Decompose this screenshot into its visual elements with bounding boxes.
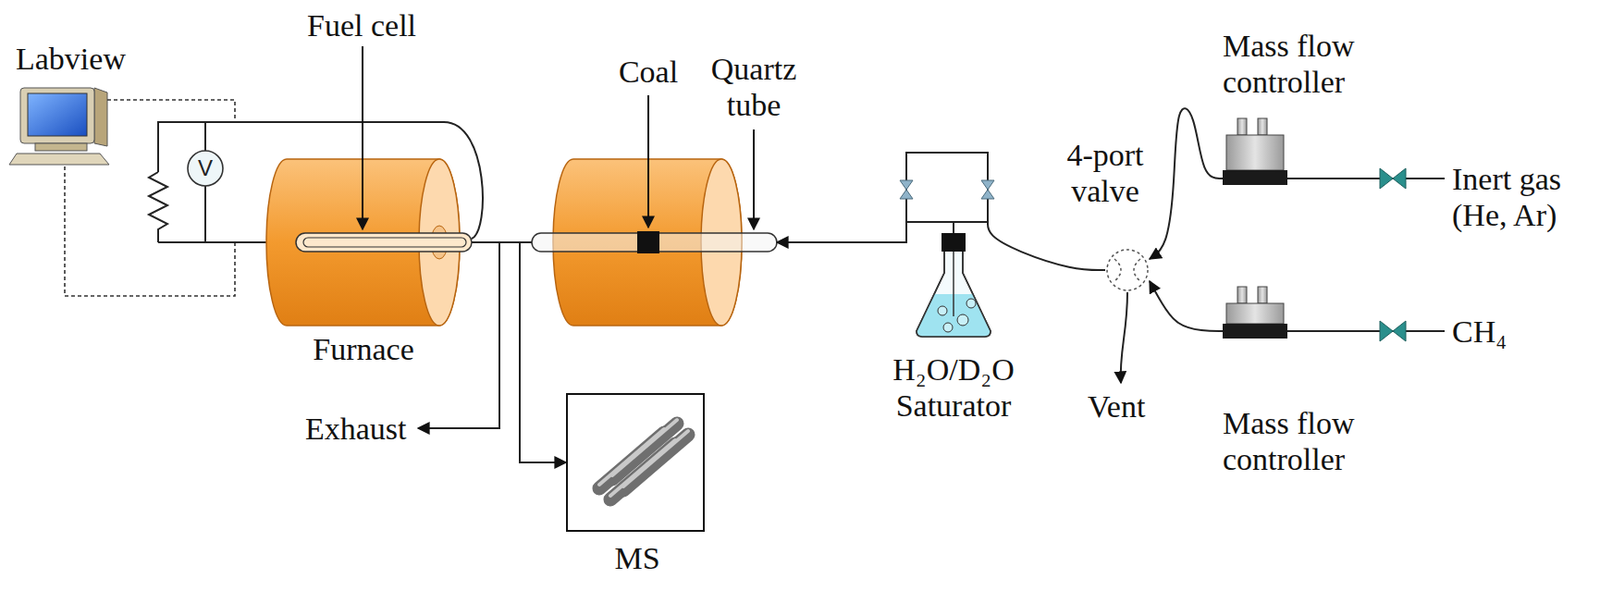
gas-line (1149, 108, 1223, 259)
part-label: Quartz tube (702, 50, 805, 124)
computer-icon (9, 87, 110, 165)
computer-icon (35, 143, 87, 151)
quadrupole-rods (623, 430, 689, 487)
flask (937, 306, 948, 316)
saturator: H₂O/D₂O Saturator (874, 221, 1033, 338)
gas-label: CH₄ (1452, 313, 1564, 350)
computer-icon (20, 87, 95, 144)
node-text: Mass flow controller (1222, 27, 1380, 100)
quadrupole-rods (623, 434, 689, 491)
bypass-valve (981, 180, 995, 190)
outlet-label: Vent (1087, 388, 1162, 425)
gas-line (776, 221, 907, 243)
flask (943, 322, 953, 333)
mass-flow-controller-icon (1237, 286, 1247, 304)
meter-letter: V (192, 155, 219, 182)
shutoff-valve (1392, 168, 1406, 189)
four-port-valve-symbol (1133, 258, 1141, 282)
shutoff-valve (1392, 320, 1406, 342)
furnace-drawing (266, 159, 472, 326)
gas-label: Inert gas (He, Ar) (1452, 160, 1591, 234)
exhaust-line (418, 242, 500, 429)
node-text: H₂O/D₂O Saturator (874, 351, 1033, 424)
outlet-label: Exhaust (305, 410, 415, 447)
node-text: Furnace (294, 331, 433, 368)
node-text: Coal (611, 53, 686, 90)
shutoff-valve (1379, 168, 1406, 342)
four-port-valve: 4-port valve (1105, 247, 1150, 293)
computer-icon (27, 93, 87, 136)
mass-spectrometer: MS (566, 393, 705, 532)
mass-flow-controller-icon (1257, 118, 1268, 136)
furnace-drawing (295, 233, 472, 252)
electric-wire (148, 172, 168, 243)
leader-arrow (752, 129, 755, 230)
shutoff-valve (1379, 320, 1393, 342)
mass-flow-controller: Mass flow controller (1222, 27, 1380, 185)
furnace-drawing (303, 237, 467, 247)
gas-line (1287, 330, 1445, 333)
four-port-valve-symbol (1107, 249, 1148, 291)
node-text: 4-port valve (1049, 136, 1161, 210)
mass-flow-controller-icon (1222, 118, 1288, 185)
gas-line (1149, 281, 1223, 332)
bypass-line (906, 152, 988, 222)
node-text: Mass flow controller (1222, 405, 1380, 478)
gas-line (519, 242, 567, 463)
four-port-valve-symbol (1114, 258, 1121, 282)
shutoff-valve (1379, 168, 1393, 189)
tube-furnace-drawing (531, 159, 777, 326)
four-port-valve-symbol (1107, 249, 1148, 291)
tube-furnace: Coal (531, 159, 777, 326)
leader-arrow (647, 95, 650, 228)
computer-icon (9, 153, 110, 165)
leader-arrow (361, 46, 364, 230)
flask (916, 233, 991, 337)
gas-line (1287, 178, 1445, 332)
mass-flow-controller-icon (1222, 286, 1288, 339)
vent-line (1120, 292, 1128, 383)
mass-flow-controller-icon (1257, 286, 1268, 304)
software-label: Labview (15, 40, 155, 77)
part-label: Fuel cell (307, 7, 437, 44)
signal-wire (64, 99, 235, 296)
flask (916, 249, 991, 337)
mass-flow-controller-icon (1226, 135, 1284, 171)
mass-flow-controller: Mass flow controller (1222, 286, 1380, 481)
bypass-valve (899, 189, 913, 199)
bypass-valve (899, 180, 995, 199)
computer-icon (94, 87, 108, 147)
voltmeter-symbol (187, 150, 223, 186)
mass-flow-controller-icon (1226, 303, 1284, 324)
tube-furnace-drawing (637, 231, 660, 254)
mass-flow-controller-icon (1222, 170, 1288, 185)
flask (966, 298, 976, 308)
bypass-valve (899, 180, 913, 190)
flask (952, 251, 955, 317)
quadrupole-rods (599, 419, 689, 500)
mass-flow-controller-icon (1237, 118, 1247, 136)
signal-wire (107, 99, 235, 123)
flask (916, 249, 991, 337)
node-text: MS (567, 540, 707, 577)
gas-line (987, 221, 1106, 271)
mass-flow-controller-icon (1222, 323, 1288, 339)
gas-line (1287, 177, 1445, 180)
bypass-valve (981, 189, 995, 199)
bypass-line (906, 221, 988, 223)
furnace: Furnace (277, 159, 472, 326)
flask (941, 233, 966, 252)
flask (957, 314, 969, 326)
